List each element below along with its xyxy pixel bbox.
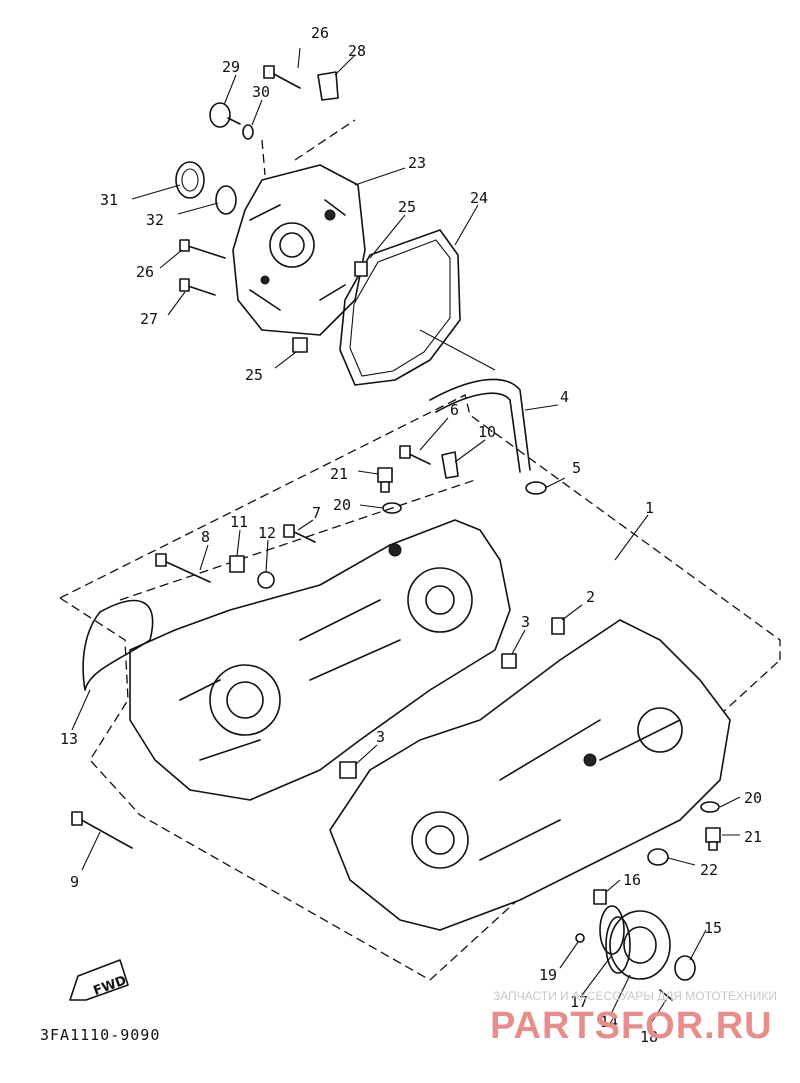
callout-16: 16	[623, 871, 641, 889]
bolt-7	[283, 524, 316, 543]
washer-20-right	[700, 801, 720, 813]
bolt-26-top	[263, 65, 301, 89]
washer-12	[257, 571, 275, 589]
callout-21: 21	[330, 465, 348, 483]
o-ring-32	[215, 185, 237, 215]
callout-3: 3	[376, 728, 385, 746]
o-ring-30	[242, 124, 254, 140]
crankcase-right	[329, 619, 731, 931]
seal-22	[647, 848, 669, 866]
hose-clamp-5	[525, 481, 547, 495]
bolt-9	[71, 811, 133, 849]
crankcase-left	[129, 519, 511, 801]
callout-32: 32	[146, 211, 164, 229]
callout-7: 7	[312, 504, 321, 522]
bolt-27	[179, 278, 216, 296]
callout-26: 26	[136, 263, 154, 281]
dowel-25-bottom	[292, 337, 308, 353]
callout-15: 15	[704, 919, 722, 937]
watermark-caption: ЗАПЧАСТИ И АКСЕССУАРЫ ДЛЯ МОТОТЕХНИКИ	[493, 989, 777, 1003]
callout-20: 20	[333, 496, 351, 514]
callout-19: 19	[539, 966, 557, 984]
callout-23: 23	[408, 154, 426, 172]
cover-assembly-outline	[261, 119, 496, 371]
callout-26: 26	[311, 24, 329, 42]
bolt-8	[155, 553, 211, 583]
callout-18: 18	[640, 1028, 658, 1046]
dowel-3-left	[339, 761, 357, 779]
o-ring-17	[599, 905, 625, 955]
breather-hose-4	[429, 378, 531, 473]
crankcase-cover-23	[232, 164, 366, 336]
callout-25: 25	[245, 366, 263, 384]
plate-13	[82, 599, 154, 691]
callout-6: 6	[450, 401, 459, 419]
callout-9: 9	[70, 873, 79, 891]
watermark-brand: PARTSFOR.RU	[490, 1005, 773, 1047]
callout-24: 24	[470, 189, 488, 207]
gasket-24	[339, 229, 461, 386]
callout-17: 17	[570, 993, 588, 1011]
callout-13: 13	[60, 730, 78, 748]
bolt-26-left	[179, 239, 226, 259]
callout-1: 1	[645, 499, 654, 517]
callout-22: 22	[700, 861, 718, 879]
callout-11: 11	[230, 513, 248, 531]
callout-12: 12	[258, 524, 276, 542]
oil-seal-31	[175, 161, 205, 199]
callout-31: 31	[100, 191, 118, 209]
dowel-25-top	[354, 261, 368, 277]
oil-seal-15	[674, 955, 696, 981]
callout-10: 10	[478, 423, 496, 441]
callout-4: 4	[560, 388, 569, 406]
plug-29	[209, 102, 241, 128]
watermark: ЗАПЧАСТИ И АКСЕССУАРЫ ДЛЯ МОТОТЕХНИКИ PA…	[490, 989, 777, 1047]
oil-pump-14	[605, 910, 671, 980]
clamp-28	[317, 71, 339, 101]
callout-20: 20	[744, 789, 762, 807]
callouts: 26 28 29 30 23 31 32 25 24 26 27 25 4 6 …	[60, 24, 762, 1046]
leader-lines	[71, 47, 741, 1026]
nut-11	[229, 555, 245, 573]
callout-5: 5	[572, 459, 581, 477]
callout-3: 3	[521, 613, 530, 631]
callout-14: 14	[600, 1013, 618, 1031]
dowel-3-top	[501, 653, 517, 669]
callout-2: 2	[586, 588, 595, 606]
pin-19	[575, 933, 585, 943]
fwd-label: FWD	[91, 973, 128, 999]
callout-25: 25	[398, 198, 416, 216]
callout-29: 29	[222, 58, 240, 76]
clamp-10	[441, 451, 459, 479]
callout-28: 28	[348, 42, 366, 60]
callout-21: 21	[744, 828, 762, 846]
callout-8: 8	[201, 528, 210, 546]
pin-16	[593, 889, 607, 905]
fitting-2	[551, 617, 565, 635]
fwd-arrow-icon: FWD	[69, 959, 129, 1001]
bolt-6	[399, 445, 431, 465]
callout-27: 27	[140, 310, 158, 328]
callout-30: 30	[252, 83, 270, 101]
plug-21-right	[705, 827, 721, 851]
plug-21-top	[377, 467, 393, 493]
bolt-18	[659, 989, 673, 1001]
diagram-code: 3FA1110-9090	[40, 1026, 160, 1044]
